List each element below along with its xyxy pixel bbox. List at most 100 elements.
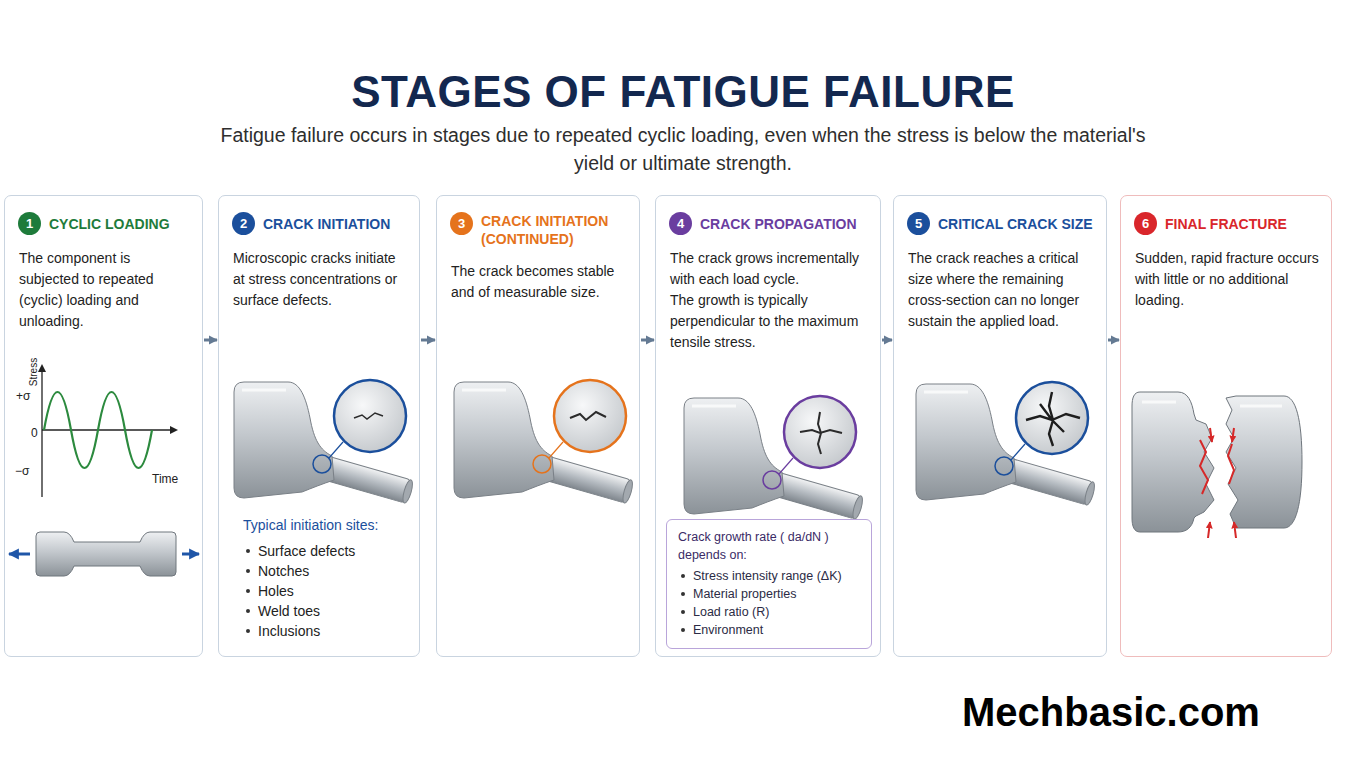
- shaft-illustration: [684, 396, 864, 520]
- crack-line: [800, 412, 842, 454]
- heading-text: CYCLIC LOADING: [49, 216, 170, 232]
- heading-text: CRACK INITIATION (CONTINUED): [481, 213, 608, 247]
- bullet-dot: [681, 574, 685, 578]
- bullet-dot: [681, 610, 685, 614]
- text-row: Stress intensity range (ΔK): [678, 567, 863, 585]
- page-title: STAGES OF FATIGUE FAILURE: [351, 67, 1015, 116]
- y-axis-head: [38, 364, 46, 372]
- info-box: Crack growth rate ( da/dN ) depends on: S…: [666, 519, 872, 649]
- shaft-highlight: [1142, 402, 1282, 406]
- shaft-illustration: [454, 380, 634, 504]
- text-row: The growth is typically perpendicular to…: [670, 290, 868, 353]
- bullet-dot: [246, 629, 250, 633]
- sine-wave: [44, 392, 152, 468]
- bullet-dot: [246, 589, 250, 593]
- axis-value: 0: [31, 426, 38, 440]
- stage-panel: 2 CRACK INITIATION Microscopic cracks init…: [218, 195, 420, 657]
- load-arrow: [182, 553, 199, 556]
- text-row: 4: [669, 212, 692, 235]
- crack-line: [570, 412, 606, 420]
- broken-half: [1132, 392, 1214, 532]
- heading-text: FINAL FRACTURE: [1165, 216, 1287, 232]
- step-number: 5: [915, 216, 922, 231]
- text-row: Sudden, rapid fracture occurs with littl…: [1135, 248, 1319, 311]
- axis-title: Stress: [28, 358, 39, 386]
- flow-arrow: [1108, 339, 1119, 342]
- body-text: The crack reaches a critical size where …: [908, 250, 1079, 329]
- stage-panel: 3 CRACK INITIATION (CONTINUED) The crack b…: [436, 195, 640, 657]
- heading-block: Fatigue failure occurs in stages due to …: [205, 121, 1161, 177]
- text-row: FINAL FRACTURE: [1165, 215, 1287, 233]
- stage-panel: 5 CRITICAL CRACK SIZE The crack reaches a …: [893, 195, 1107, 657]
- panel-heading: CRACK PROPAGATION: [700, 212, 868, 235]
- text-row: The component is subjected to repeated (…: [19, 248, 190, 332]
- load-arrow: [9, 553, 30, 556]
- step-number-circle: 6: [1134, 212, 1157, 235]
- panel-body: The crack becomes stable and of measurab…: [451, 261, 627, 303]
- bullet-dot: [681, 592, 685, 596]
- stress-time-chart: [38, 364, 178, 497]
- panel-heading: CRACK INITIATION (CONTINUED): [481, 212, 627, 248]
- list-text: Holes: [258, 581, 294, 601]
- body-text: The component is subjected to repeated (…: [19, 250, 154, 329]
- text-row: The crack grows incrementally with each …: [670, 248, 868, 290]
- heading-text: CRACK PROPAGATION: [700, 216, 857, 232]
- text-row: 2: [232, 212, 255, 235]
- text-row: Weld toes: [243, 601, 411, 621]
- list-text: Surface defects: [258, 541, 355, 561]
- box-text: Crack growth rate ( da/dN ) depends on:: [678, 530, 829, 562]
- bullet-dot: [246, 609, 250, 613]
- flow-arrow: [421, 339, 435, 342]
- fracture-line: [1228, 444, 1234, 484]
- list-text: Typical initiation sites:: [243, 517, 378, 533]
- panel-list: Typical initiation sites: Surface defects…: [243, 515, 411, 641]
- step-number-circle: 4: [669, 212, 692, 235]
- panel-body: The crack grows incrementally with each …: [670, 248, 868, 353]
- body-text: The growth is typically perpendicular to…: [670, 292, 858, 350]
- panel-heading: CRACK INITIATION: [263, 212, 407, 235]
- bullet-dot: [246, 549, 250, 553]
- x-axis-head: [170, 426, 178, 434]
- list-text: Inclusions: [258, 621, 320, 641]
- box-text: Environment: [693, 621, 763, 639]
- text-row: CRACK INITIATION: [263, 215, 390, 233]
- flow-arrow: [882, 339, 892, 342]
- box-text: Stress intensity range (ΔK): [693, 567, 842, 585]
- text-row: 6: [1134, 212, 1157, 235]
- fracture-line: [1200, 440, 1208, 494]
- body-text: The crack grows incrementally with each …: [670, 250, 859, 287]
- crack-line: [1026, 392, 1080, 446]
- heading-block: STAGES OF FATIGUE FAILURE: [0, 66, 1366, 118]
- body-text: The crack becomes stable and of measurab…: [451, 263, 614, 300]
- panel-heading: FINAL FRACTURE: [1165, 212, 1319, 235]
- heading-text: CRITICAL CRACK SIZE: [938, 216, 1093, 232]
- stage-panel: 6 FINAL FRACTURE Sudden, rapid fracture oc…: [1120, 195, 1332, 657]
- label-holder: −σ: [15, 461, 29, 479]
- text-row: Notches: [243, 561, 411, 581]
- step-number: 6: [1142, 216, 1149, 231]
- text-row: Inclusions: [243, 621, 411, 641]
- flow-arrow: [204, 339, 217, 342]
- body-text: Sudden, rapid fracture occurs with littl…: [1135, 250, 1319, 308]
- label-holder: +σ: [16, 386, 30, 404]
- label-holder: 0: [31, 423, 38, 441]
- text-row: Material properties: [678, 585, 863, 603]
- text-row: Environment: [678, 621, 863, 639]
- step-number-circle: 5: [907, 212, 930, 235]
- panel-heading: CRITICAL CRACK SIZE: [938, 212, 1094, 235]
- watermark: Mechbasic.com: [962, 690, 1260, 734]
- text-row: Typical initiation sites:: [243, 515, 411, 535]
- flow-arrow: [641, 339, 654, 342]
- body-text: Microscopic cracks initiate at stress co…: [233, 250, 397, 308]
- list-text: Notches: [258, 561, 309, 581]
- bullet-dot: [246, 569, 250, 573]
- list-text: Weld toes: [258, 601, 320, 621]
- text-row: 5: [907, 212, 930, 235]
- panel-body: The crack reaches a critical size where …: [908, 248, 1094, 332]
- text-row: 3: [450, 212, 473, 235]
- step-number: 3: [458, 216, 465, 231]
- crack-line: [354, 413, 383, 419]
- panel-body: Microscopic cracks initiate at stress co…: [233, 248, 407, 311]
- axis-title: Time: [152, 472, 178, 486]
